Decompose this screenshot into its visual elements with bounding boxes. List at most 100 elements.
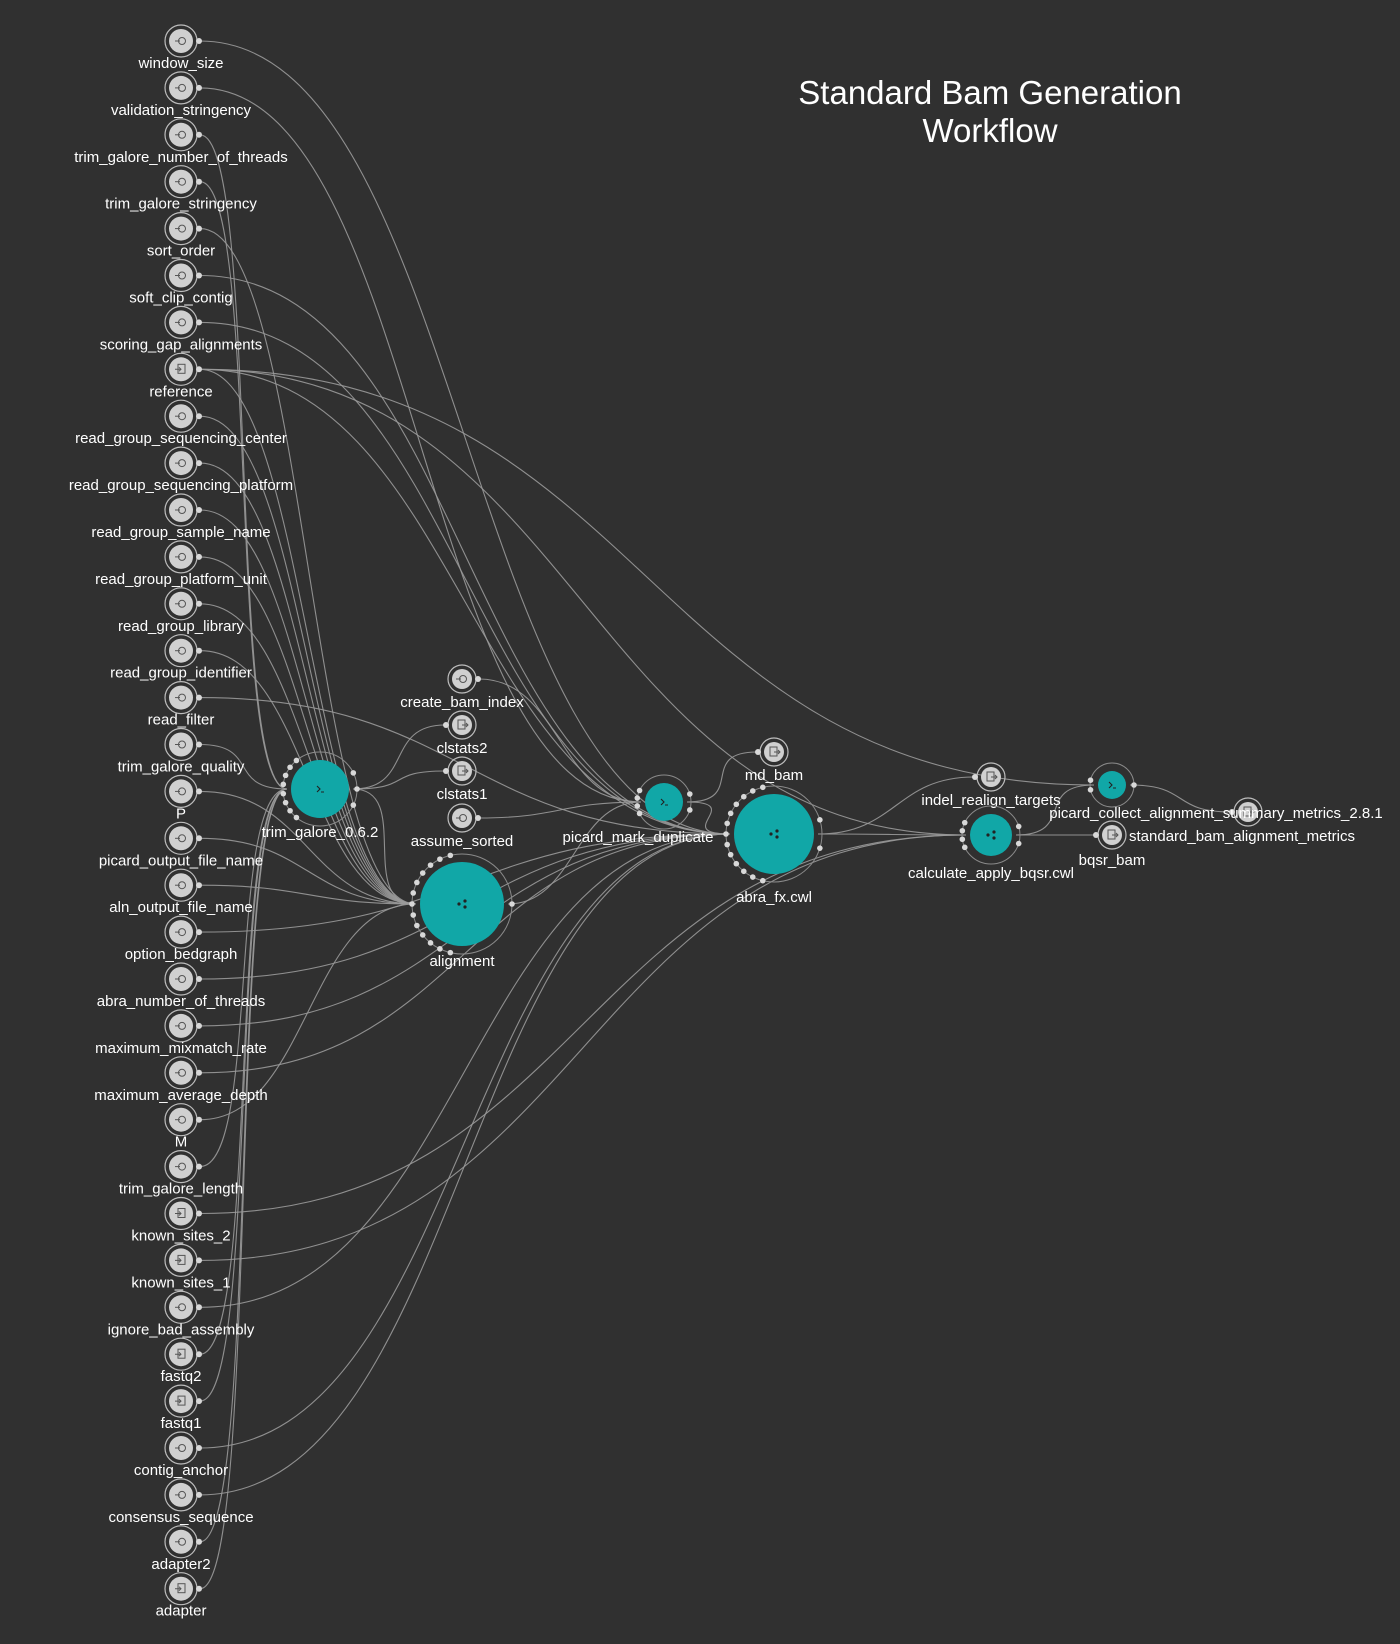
port-dot[interactable] — [196, 366, 202, 373]
input-port[interactable] — [419, 870, 426, 876]
port-dot[interactable] — [196, 553, 202, 560]
port-dot[interactable] — [196, 1491, 202, 1498]
input-port[interactable] — [427, 862, 434, 868]
input-port[interactable] — [414, 922, 420, 929]
port-dot[interactable] — [972, 774, 978, 780]
output-port[interactable] — [354, 786, 360, 792]
input-port[interactable] — [634, 803, 641, 809]
input-port[interactable] — [447, 852, 454, 859]
node-standard_bam_alignment_metrics[interactable]: standard_bam_alignment_metrics — [1129, 797, 1355, 845]
input-port[interactable] — [410, 890, 417, 896]
output-port[interactable] — [817, 845, 823, 851]
node-trim_galore_number_of_threads[interactable]: trim_galore_number_of_threads — [74, 118, 288, 166]
node-ignore_bad_assembly[interactable]: ignore_bad_assembly — [108, 1290, 255, 1338]
port-dot[interactable] — [1093, 832, 1099, 838]
node-read_group_identifier[interactable]: read_group_identifier — [110, 634, 252, 682]
port-dot[interactable] — [196, 741, 202, 748]
port-dot[interactable] — [196, 1257, 202, 1264]
step-abra_fx[interactable]: abra_fx.cwl — [723, 784, 823, 906]
node-trim_galore_quality[interactable]: trim_galore_quality — [118, 727, 245, 776]
node-clstats1[interactable]: clstats1 — [437, 756, 488, 803]
node-read_group_sample_name[interactable]: read_group_sample_name — [91, 493, 271, 541]
node-adapter[interactable]: adapter — [156, 1572, 207, 1620]
input-port[interactable] — [636, 787, 643, 794]
node-read_filter[interactable]: read_filter — [148, 680, 215, 729]
input-port[interactable] — [410, 912, 417, 918]
node-known_sites_1[interactable]: known_sites_1 — [131, 1243, 231, 1291]
port-dot[interactable] — [196, 1069, 202, 1076]
input-port[interactable] — [280, 781, 287, 788]
output-port[interactable] — [1015, 840, 1022, 847]
port-dot[interactable] — [196, 413, 202, 420]
port-dot[interactable] — [196, 1022, 202, 1029]
node-sort_order[interactable]: sort_order — [147, 212, 215, 260]
input-port[interactable] — [759, 784, 766, 791]
node-M[interactable]: M — [164, 1103, 202, 1151]
port-dot[interactable] — [196, 319, 202, 326]
input-port[interactable] — [733, 860, 740, 867]
node-adapter2[interactable]: adapter2 — [151, 1525, 211, 1573]
output-port[interactable] — [817, 817, 823, 823]
input-port[interactable] — [961, 844, 968, 851]
output-port[interactable] — [686, 791, 693, 797]
port-dot[interactable] — [755, 749, 761, 755]
port-dot[interactable] — [196, 694, 202, 701]
node-aln_output_file_name[interactable]: aln_output_file_name — [109, 868, 253, 916]
node-option_bedgraph[interactable]: option_bedgraph — [125, 915, 238, 963]
port-dot[interactable] — [196, 1163, 202, 1170]
port-dot[interactable] — [196, 1351, 202, 1358]
port-dot[interactable] — [196, 507, 202, 513]
output-port[interactable] — [509, 901, 515, 907]
node-window_size[interactable]: window_size — [137, 24, 224, 72]
input-port[interactable] — [636, 810, 643, 817]
port-dot[interactable] — [196, 1398, 202, 1405]
step-alignment[interactable]: alignment — [409, 852, 515, 970]
input-port[interactable] — [280, 790, 287, 797]
port-dot[interactable] — [196, 272, 202, 279]
input-port[interactable] — [727, 851, 734, 858]
input-port[interactable] — [959, 827, 966, 834]
input-port[interactable] — [740, 793, 747, 800]
port-dot[interactable] — [443, 722, 449, 728]
port-dot[interactable] — [196, 225, 202, 232]
node-known_sites_2[interactable]: known_sites_2 — [131, 1196, 231, 1245]
input-port[interactable] — [1087, 787, 1094, 793]
input-port[interactable] — [723, 831, 729, 837]
input-port[interactable] — [749, 874, 756, 880]
input-port[interactable] — [749, 788, 756, 794]
node-contig_anchor[interactable]: contig_anchor — [134, 1431, 228, 1479]
port-dot[interactable] — [196, 131, 202, 138]
port-dot[interactable] — [196, 600, 202, 607]
step-trim_galore[interactable]: trim_galore_0.6.2 — [262, 751, 379, 841]
input-port[interactable] — [733, 801, 740, 808]
node-create_bam_index[interactable]: create_bam_index — [400, 664, 524, 711]
node-validation_stringency[interactable]: validation_stringency — [111, 71, 252, 119]
input-port[interactable] — [293, 757, 300, 764]
input-port[interactable] — [437, 856, 443, 862]
input-port[interactable] — [437, 946, 443, 952]
node-picard_output_file_name[interactable]: picard_output_file_name — [99, 821, 263, 869]
input-port[interactable] — [634, 795, 641, 801]
port-dot[interactable] — [196, 929, 202, 936]
step-calculate_apply_bqsr[interactable]: calculate_apply_bqsr.cwl — [908, 805, 1074, 882]
node-md_bam[interactable]: md_bam — [745, 737, 803, 784]
output-port[interactable] — [1015, 823, 1022, 830]
node-read_group_library[interactable]: read_group_library — [118, 587, 244, 635]
input-port[interactable] — [759, 877, 766, 884]
node-trim_galore_stringency[interactable]: trim_galore_stringency — [105, 165, 257, 213]
input-port[interactable] — [959, 836, 966, 843]
output-port[interactable] — [350, 802, 357, 808]
input-port[interactable] — [961, 819, 968, 826]
port-dot[interactable] — [196, 835, 202, 842]
port-dot[interactable] — [196, 1116, 202, 1123]
node-fastq2[interactable]: fastq2 — [161, 1337, 202, 1385]
port-dot[interactable] — [196, 1585, 202, 1592]
input-port[interactable] — [287, 807, 293, 814]
input-port[interactable] — [287, 764, 293, 771]
port-dot[interactable] — [196, 1445, 202, 1451]
port-dot[interactable] — [196, 976, 202, 982]
input-port[interactable] — [724, 820, 730, 827]
node-read_group_platform_unit[interactable]: read_group_platform_unit — [95, 540, 268, 588]
node-maximum_average_depth[interactable]: maximum_average_depth — [94, 1056, 268, 1104]
